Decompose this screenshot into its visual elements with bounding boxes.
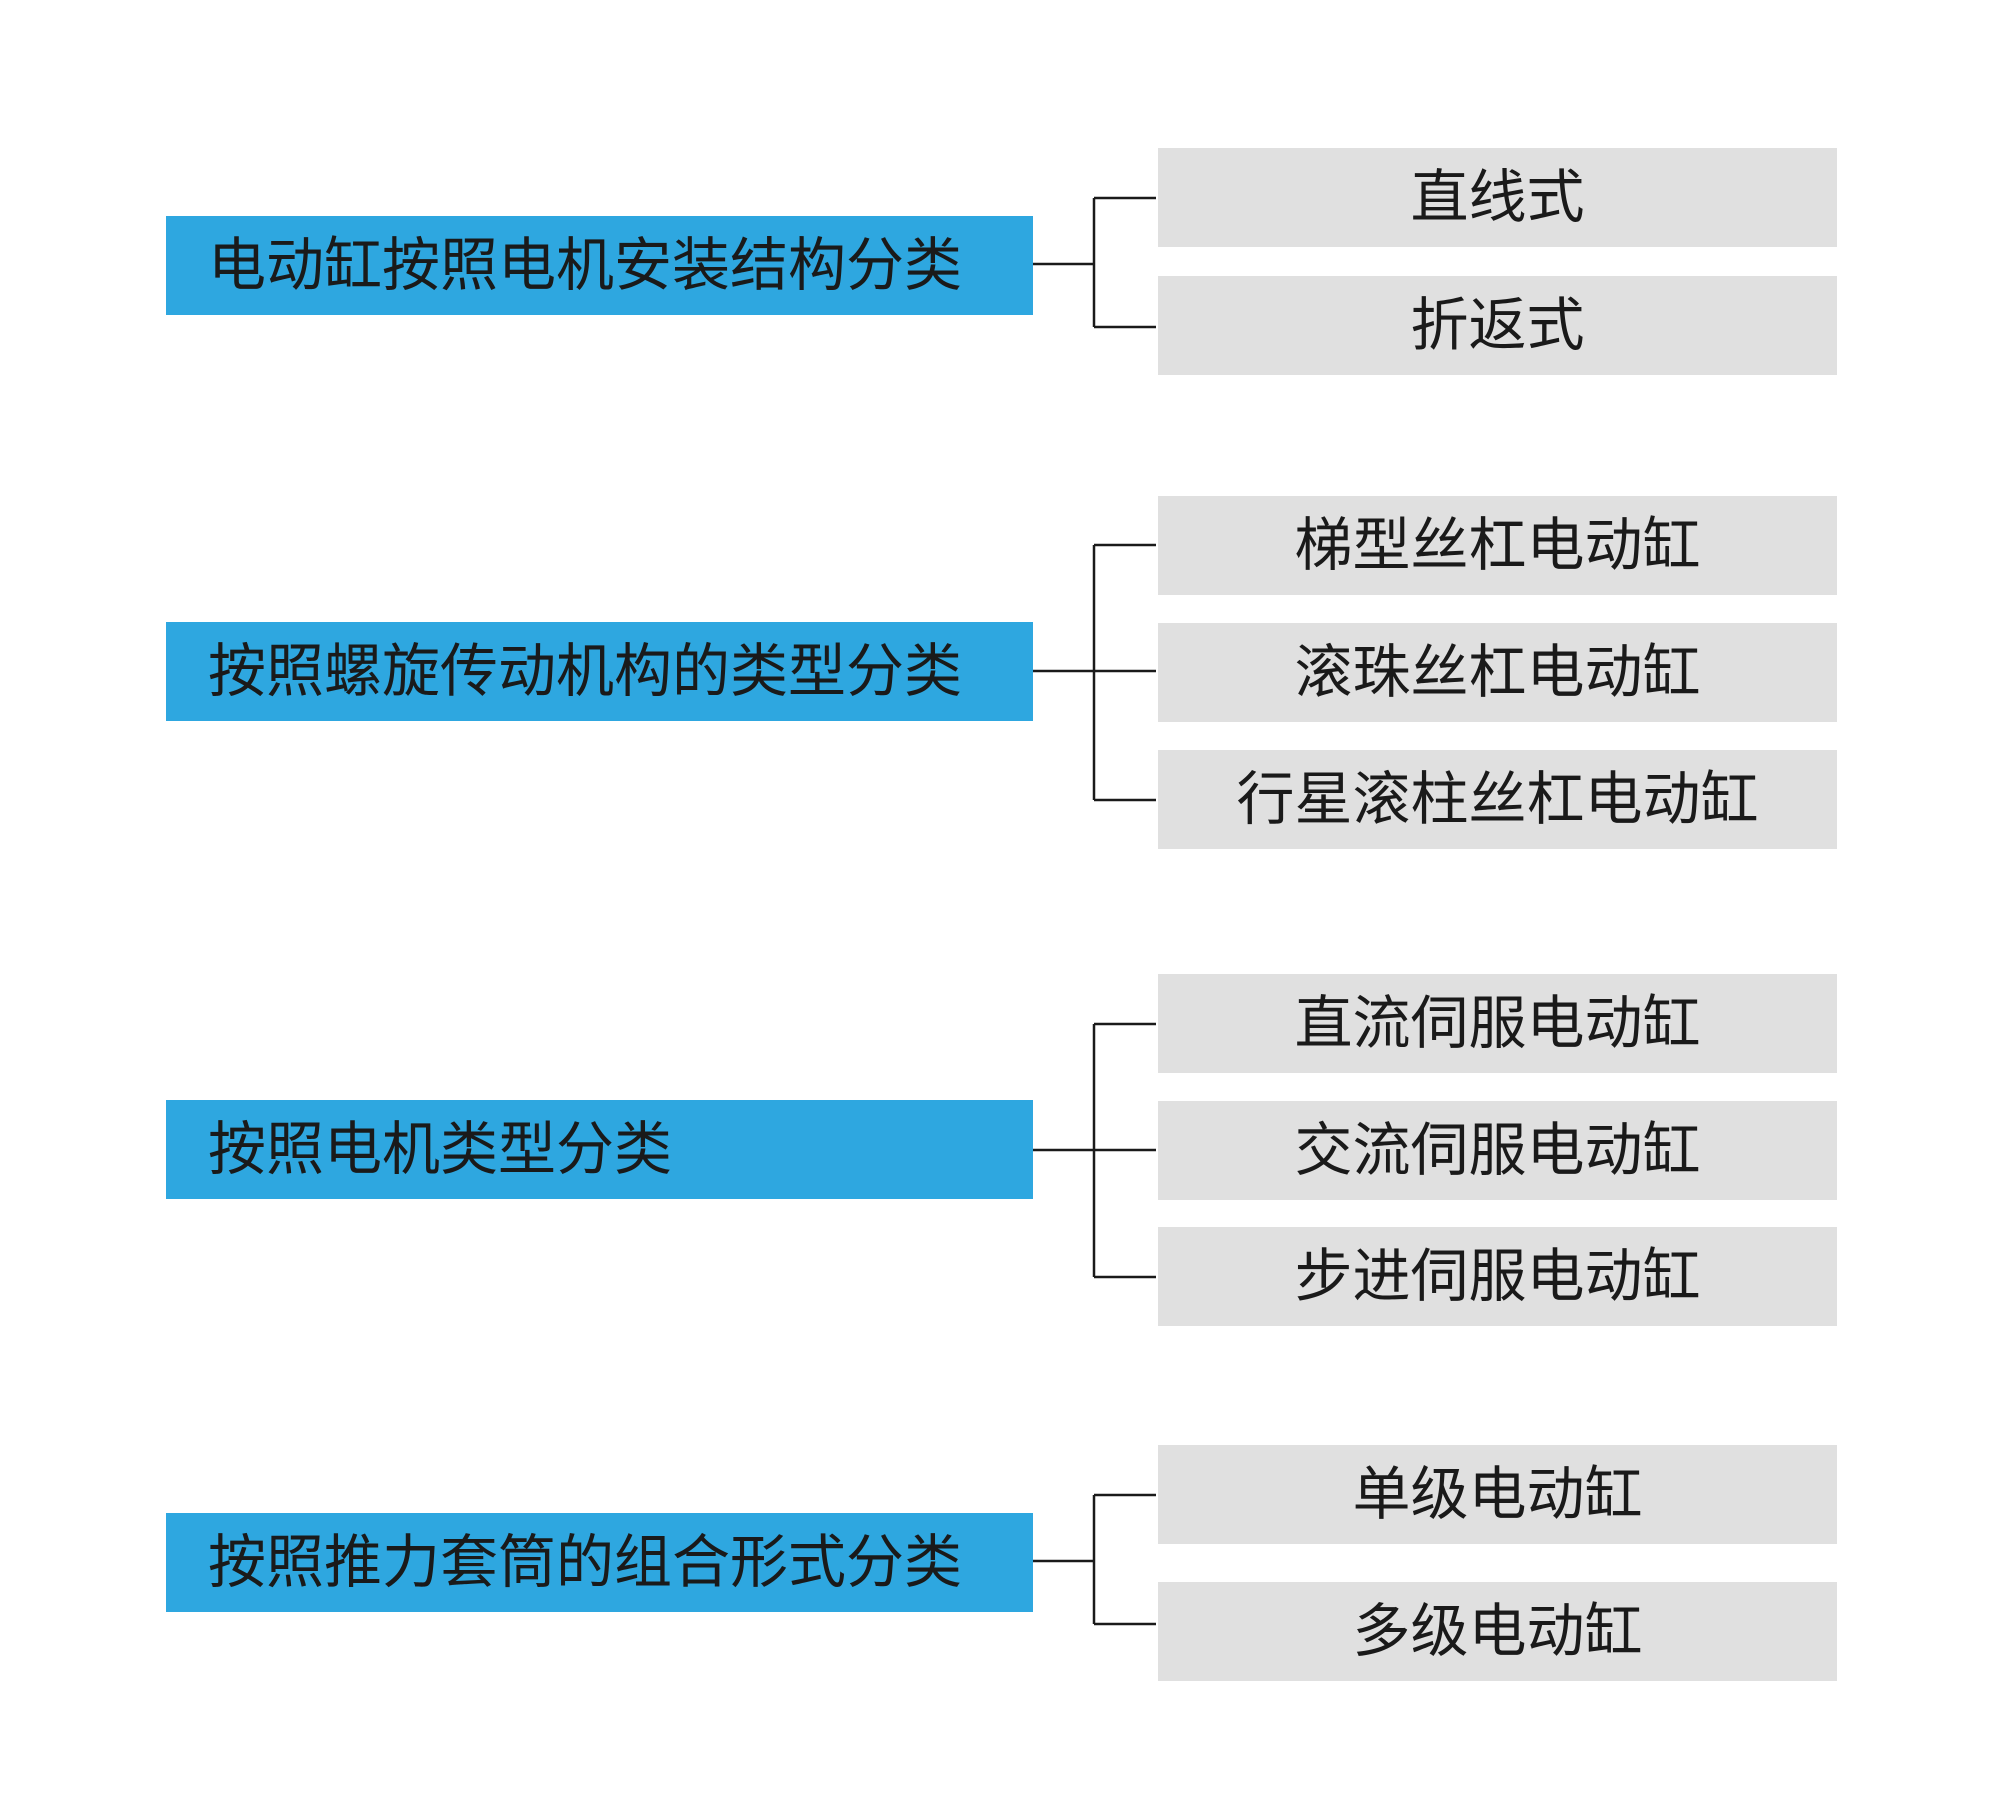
item-label: 交流伺服电动缸	[1294, 1116, 1701, 1184]
category-label: 电动缸按照电机安装结构分类	[208, 231, 963, 299]
item-box-stepper-servo: 步进伺服电动缸	[1158, 1227, 1837, 1326]
item-label: 滚珠丝杠电动缸	[1294, 638, 1701, 706]
item-label: 行星滚柱丝杠电动缸	[1236, 765, 1759, 833]
category-label: 按照螺旋传动机构的类型分类	[208, 637, 963, 705]
item-label: 多级电动缸	[1352, 1597, 1643, 1665]
item-label: 步进伺服电动缸	[1294, 1242, 1701, 1310]
item-label: 直流伺服电动缸	[1294, 989, 1701, 1057]
category-label: 按照电机类型分类	[208, 1115, 673, 1183]
category-box-motor-type: 按照电机类型分类	[166, 1100, 1033, 1199]
item-box-ac-servo: 交流伺服电动缸	[1158, 1101, 1837, 1200]
item-label: 单级电动缸	[1352, 1460, 1643, 1528]
item-box-straight: 直线式	[1158, 148, 1837, 247]
category-box-installation-structure: 电动缸按照电机安装结构分类	[166, 216, 1033, 315]
item-box-multi-stage: 多级电动缸	[1158, 1582, 1837, 1681]
item-box-trapezoidal-screw: 梯型丝杠电动缸	[1158, 496, 1837, 595]
item-label: 折返式	[1410, 291, 1585, 359]
connector-group-2	[1033, 543, 1156, 802]
connector-group-1	[1033, 196, 1156, 329]
item-box-ball-screw: 滚珠丝杠电动缸	[1158, 623, 1837, 722]
item-box-planetary-roller-screw: 行星滚柱丝杠电动缸	[1158, 750, 1837, 849]
item-box-folded: 折返式	[1158, 276, 1837, 375]
item-label: 直线式	[1410, 163, 1585, 231]
category-label: 按照推力套筒的组合形式分类	[208, 1528, 963, 1596]
item-box-single-stage: 单级电动缸	[1158, 1445, 1837, 1544]
category-box-thrust-sleeve: 按照推力套筒的组合形式分类	[166, 1513, 1033, 1612]
item-box-dc-servo: 直流伺服电动缸	[1158, 974, 1837, 1073]
item-label: 梯型丝杠电动缸	[1294, 511, 1701, 579]
connector-group-3	[1033, 1022, 1156, 1279]
category-box-screw-transmission: 按照螺旋传动机构的类型分类	[166, 622, 1033, 721]
connector-group-4	[1033, 1493, 1156, 1626]
